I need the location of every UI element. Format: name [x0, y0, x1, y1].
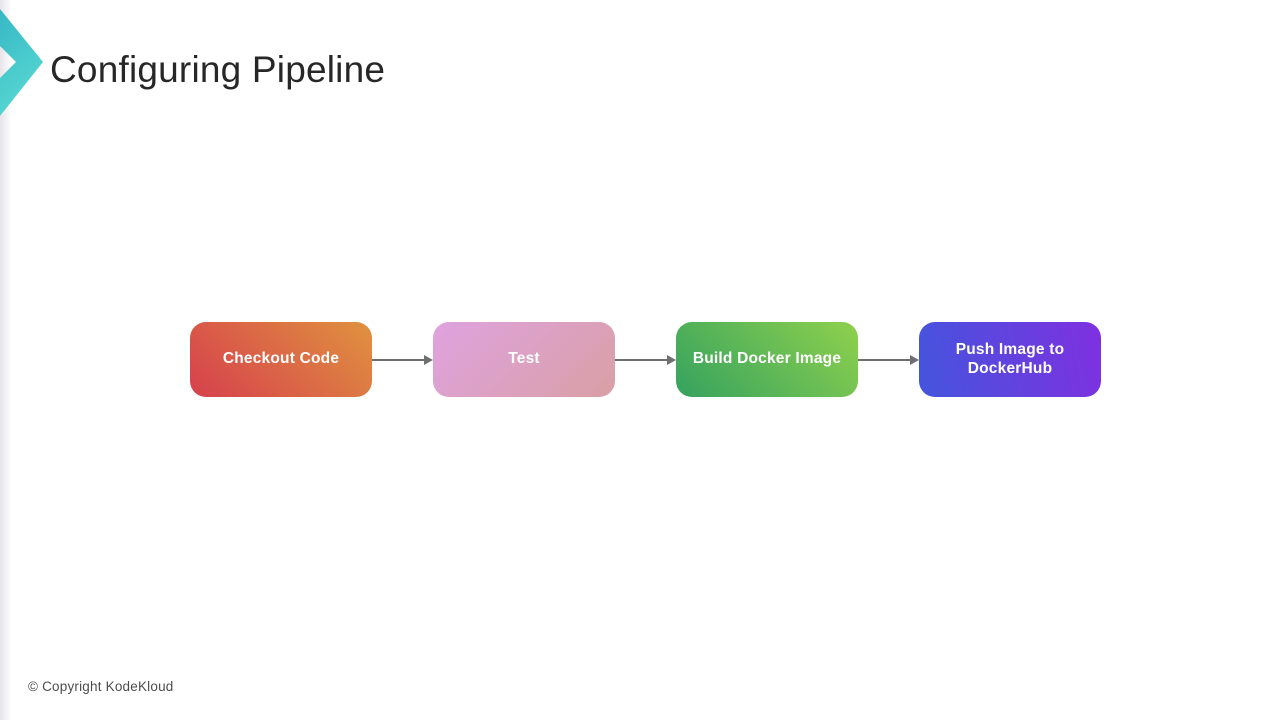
pipeline-step-checkout-code: Checkout Code: [190, 322, 372, 397]
pipeline-step-label: Test: [508, 350, 540, 368]
kodekloud-logo-icon: [0, 9, 43, 116]
pipeline-diagram: Checkout Code Test Build Docker Image Pu…: [190, 322, 1101, 397]
pipeline-step-test: Test: [433, 322, 615, 397]
arrow-right-icon: [372, 354, 433, 366]
page-title: Configuring Pipeline: [50, 49, 386, 90]
pipeline-step-label: Build Docker Image: [692, 350, 842, 368]
arrow-right-icon: [858, 354, 919, 366]
pipeline-step-label: Checkout Code: [222, 350, 340, 368]
pipeline-step-build-docker-image: Build Docker Image: [676, 322, 858, 397]
copyright-text: © Copyright KodeKloud: [28, 679, 174, 694]
pipeline-step-label: Push Image to DockerHub: [955, 340, 1065, 377]
arrow-right-icon: [615, 354, 676, 366]
pipeline-step-push-image-to-dockerhub: Push Image to DockerHub: [919, 322, 1101, 397]
